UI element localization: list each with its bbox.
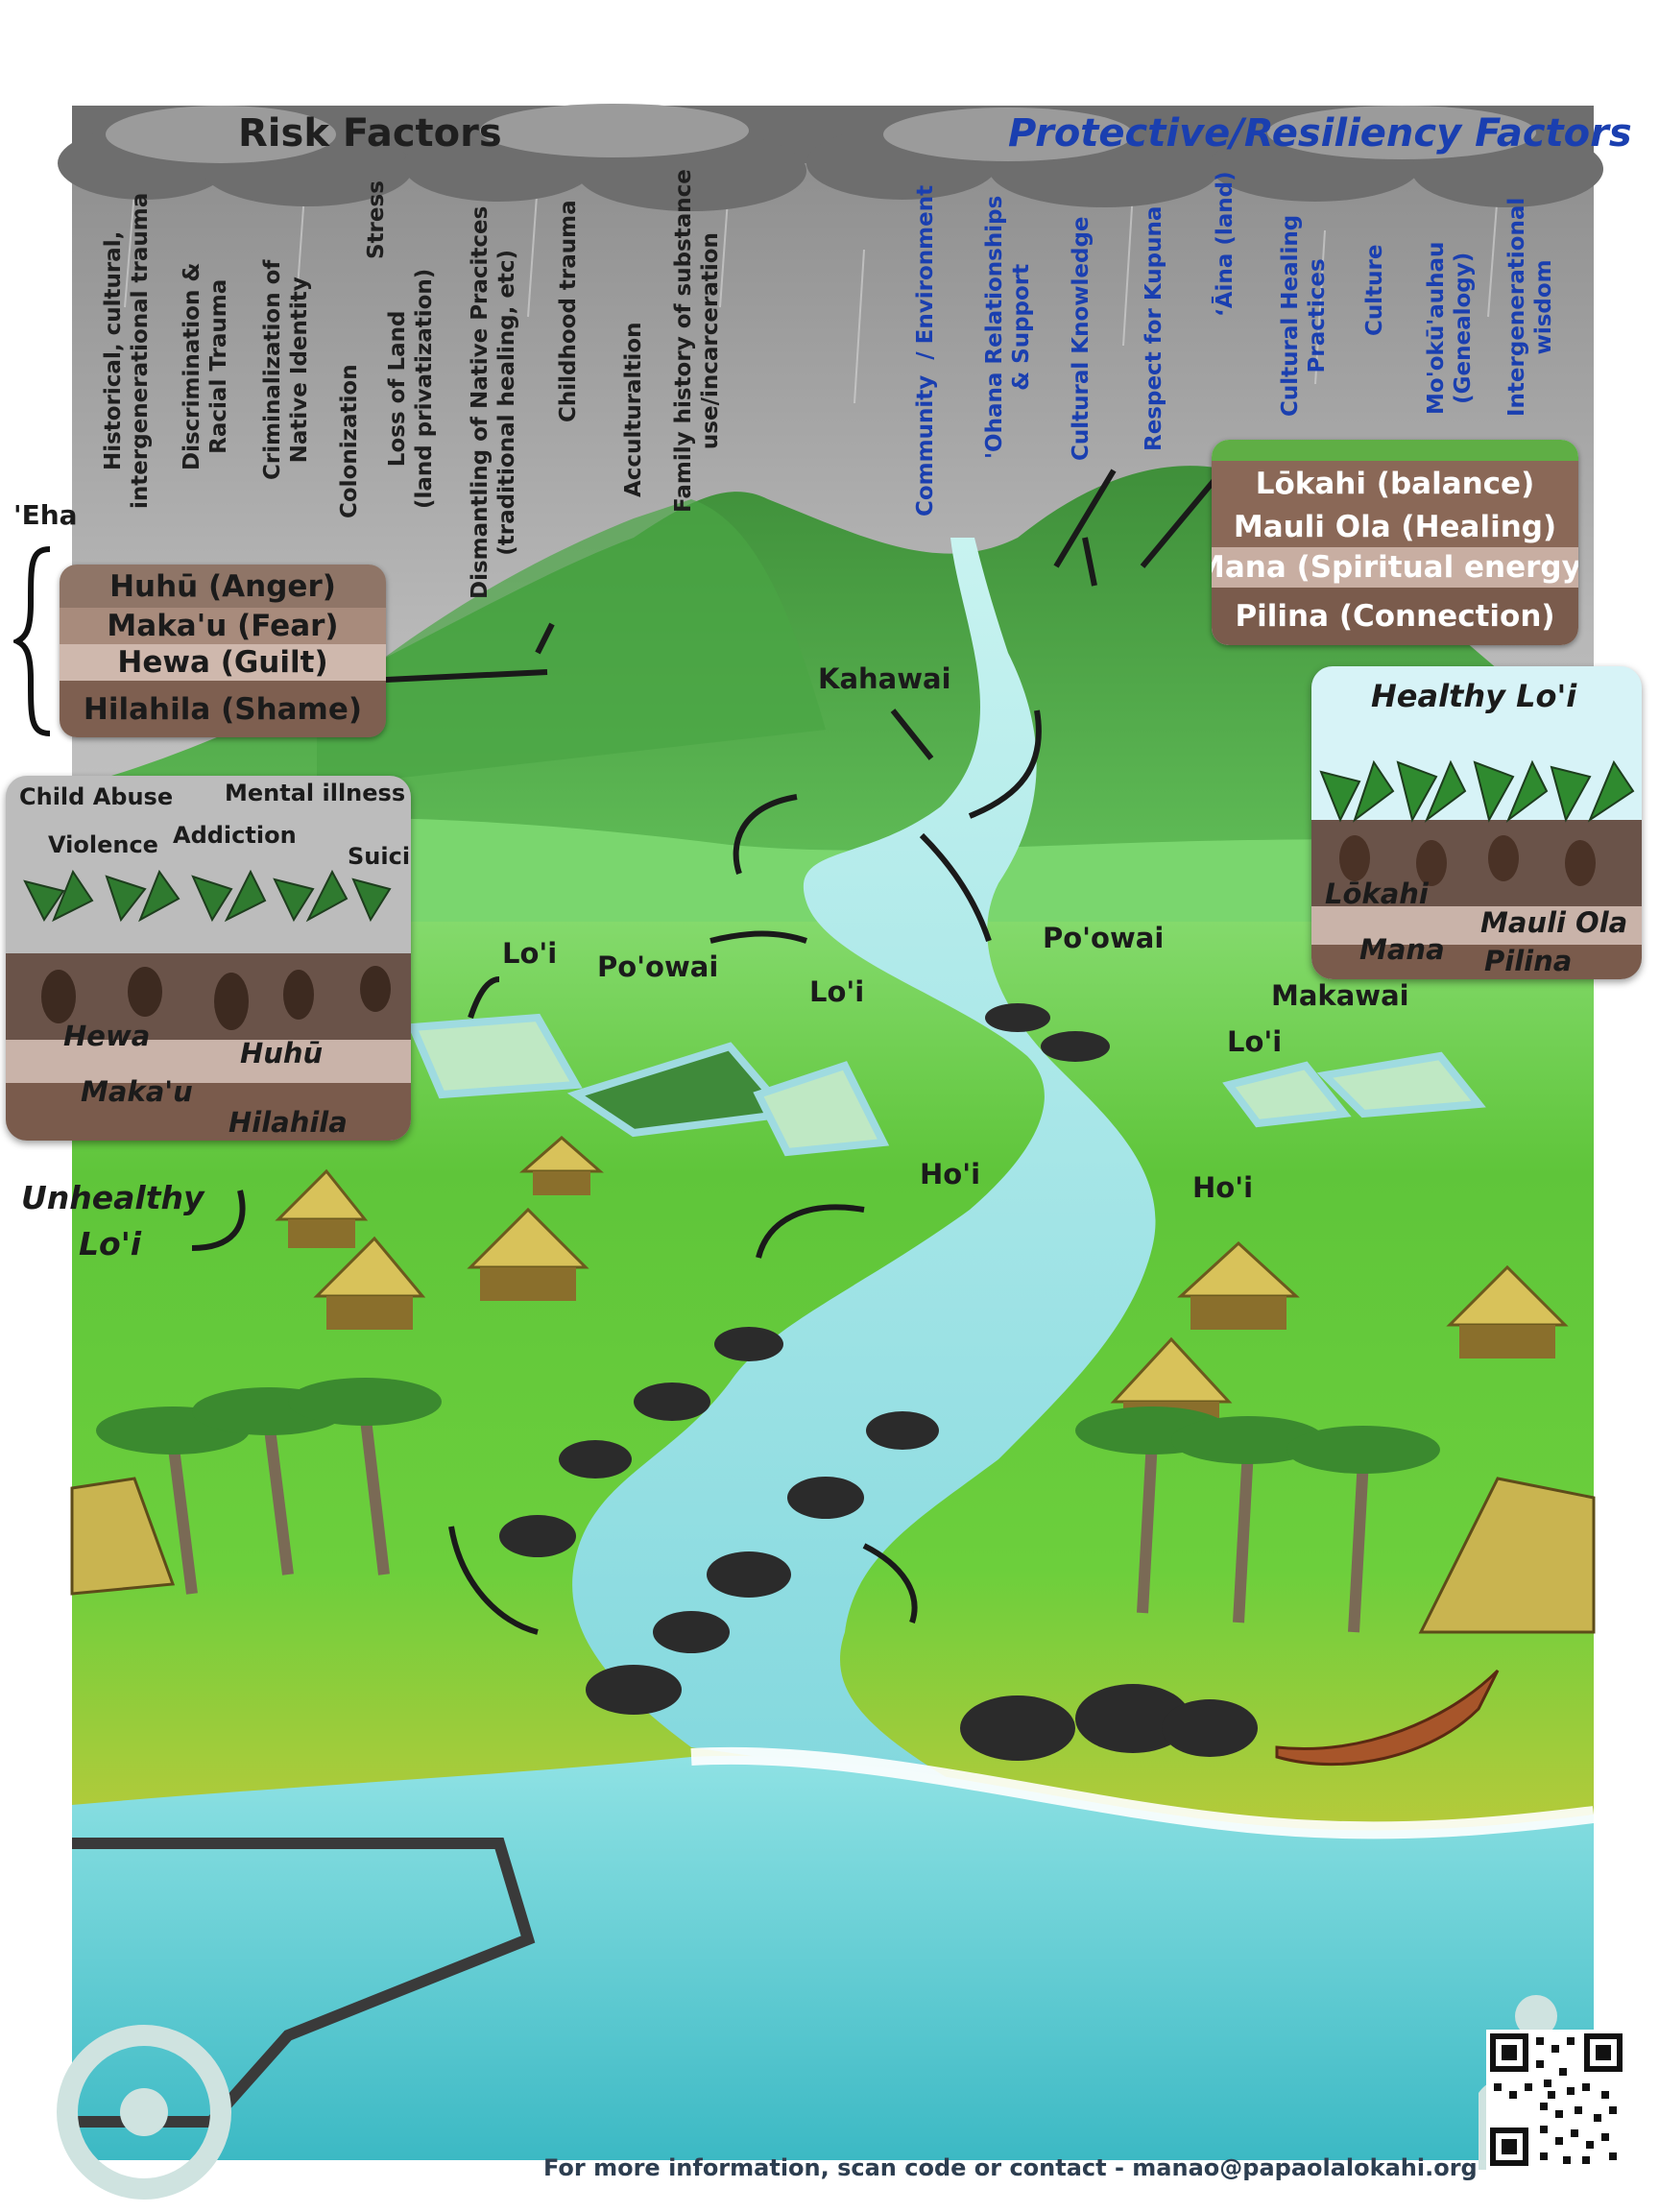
risk-factor-2: Discrimination & Racial Trauma bbox=[180, 262, 231, 470]
healthy-soil-mauli-ola: Mauli Ola bbox=[1480, 906, 1628, 939]
risk-factor-1: Historical, cultural, intergenerational … bbox=[101, 192, 153, 509]
protective-factor-2: 'Ohana Relationships & Support bbox=[982, 195, 1034, 459]
risk-factors-title: Risk Factors bbox=[238, 111, 502, 156]
unhealthy-label-suicide: Suicide bbox=[348, 843, 411, 870]
healthy-loi-title: Healthy Lo'i bbox=[1371, 678, 1577, 714]
risk-factor-3: Criminalization of Native Identity bbox=[260, 259, 312, 480]
qr-code[interactable] bbox=[1486, 2030, 1626, 2170]
healing-item-mana: Mana (Spiritual energy) bbox=[1212, 547, 1578, 588]
unhealthy-soil-huhu: Huhū bbox=[240, 1037, 324, 1070]
risk-factor-4: Colonization bbox=[337, 364, 362, 518]
healthy-soil-lokahi: Lōkahi bbox=[1325, 878, 1429, 910]
protective-factor-7: Culture bbox=[1362, 244, 1387, 336]
protective-factors-title: Protective/Resiliency Factors bbox=[1008, 111, 1632, 156]
loi-terraces bbox=[407, 1013, 1486, 1157]
river bbox=[572, 538, 1156, 1786]
eha-item-anger: Huhū (Anger) bbox=[60, 565, 386, 608]
risk-factor-7: Dismantling of Native Pracitces (traditi… bbox=[468, 205, 519, 599]
taro-plants-healthy bbox=[1311, 759, 1642, 979]
unhealthy-soil-makau: Maka'u bbox=[81, 1075, 193, 1108]
palm-trees bbox=[96, 1378, 1440, 1633]
unhealthy-loi-panel: Child Abuse Violence Addiction Mental il… bbox=[6, 776, 411, 1141]
risk-factor-8: Childhood trauma bbox=[556, 200, 581, 422]
river-rocks bbox=[499, 1003, 1258, 1761]
protective-factor-4: Respect for Kupuna bbox=[1142, 205, 1166, 451]
label-poowai-left: Po'owai bbox=[597, 950, 719, 983]
healthy-soil-pilina: Pilina bbox=[1484, 945, 1573, 977]
sea bbox=[72, 1755, 1594, 2160]
risk-factor-9: Acculturaltion bbox=[621, 322, 646, 498]
cloud-highlights bbox=[106, 104, 1536, 163]
label-hoi-center: Ho'i bbox=[920, 1158, 981, 1190]
label-poowai-right: Po'owai bbox=[1043, 922, 1165, 954]
fishpond-wall bbox=[72, 1838, 536, 2128]
label-makawai: Makawai bbox=[1271, 979, 1409, 1012]
protective-factor-5: ʻĀina (land) bbox=[1213, 171, 1238, 317]
eha-item-guilt: Hewa (Guilt) bbox=[60, 644, 386, 681]
beach-hut-right bbox=[1418, 1477, 1596, 1634]
healing-item-lokahi: Lōkahi (balance) bbox=[1212, 461, 1578, 507]
unhealthy-loi-caption-line1: Unhealthy bbox=[21, 1179, 204, 1216]
eha-label: 'Eha bbox=[13, 499, 78, 531]
logo-watermark-left bbox=[57, 2025, 231, 2200]
eha-strata: Huhū (Anger) Maka'u (Fear) Hewa (Guilt) … bbox=[60, 565, 386, 737]
risk-factor-6: Loss of Land (land privatization) bbox=[385, 268, 437, 509]
healthy-soil-mana: Mana bbox=[1359, 933, 1445, 966]
canoe bbox=[1275, 1669, 1500, 1767]
label-loi-right: Lo'i bbox=[1227, 1025, 1283, 1058]
unhealthy-label-mental-illness: Mental illness bbox=[225, 780, 406, 806]
protective-factor-6: Cultural Healing Practices bbox=[1278, 214, 1330, 417]
protective-factor-8: Mo'okū'auhau (Genealogy) bbox=[1424, 241, 1476, 415]
unhealthy-label-violence: Violence bbox=[48, 831, 158, 858]
eha-item-fear: Maka'u (Fear) bbox=[60, 608, 386, 644]
footer-contact: For more information, scan code or conta… bbox=[543, 2154, 1478, 2181]
brace-icon bbox=[13, 546, 51, 736]
healing-strata: Lōkahi (balance) Mauli Ola (Healing) Man… bbox=[1212, 440, 1578, 645]
unhealthy-label-addiction: Addiction bbox=[173, 822, 297, 849]
protective-factor-9: Intergenerational wisdom bbox=[1504, 197, 1556, 417]
protective-factor-1: Community / Environment bbox=[913, 184, 938, 517]
eha-item-shame: Hilahila (Shame) bbox=[60, 681, 386, 737]
healing-item-mauli-ola: Mauli Ola (Healing) bbox=[1212, 507, 1578, 547]
mountain-ridge bbox=[317, 499, 826, 787]
unhealthy-loi-caption-line2: Lo'i bbox=[79, 1225, 142, 1262]
risk-factor-5: Stress bbox=[364, 180, 389, 259]
protective-factor-3: Cultural Knowledge bbox=[1069, 216, 1094, 461]
risk-factor-10: Family history of substance use/incarcer… bbox=[671, 169, 723, 513]
surf bbox=[690, 1746, 1596, 1839]
label-loi-left: Lo'i bbox=[502, 937, 558, 970]
label-loi-center: Lo'i bbox=[809, 975, 865, 1008]
beach-hut-left bbox=[70, 1477, 176, 1596]
taro-plants-unhealthy bbox=[6, 869, 411, 1141]
label-kahawai: Kahawai bbox=[818, 662, 951, 695]
huts bbox=[275, 1136, 1569, 1435]
label-hoi-right: Ho'i bbox=[1192, 1171, 1254, 1204]
unhealthy-label-child-abuse: Child Abuse bbox=[19, 783, 174, 810]
unhealthy-soil-hewa: Hewa bbox=[63, 1020, 151, 1052]
healthy-loi-panel: Healthy Lo'i Lōkahi Mana Mauli Ola Pilin… bbox=[1311, 666, 1642, 979]
unhealthy-soil-hilahila: Hilahila bbox=[228, 1106, 348, 1139]
healing-item-pilina: Pilina (Connection) bbox=[1212, 588, 1578, 645]
